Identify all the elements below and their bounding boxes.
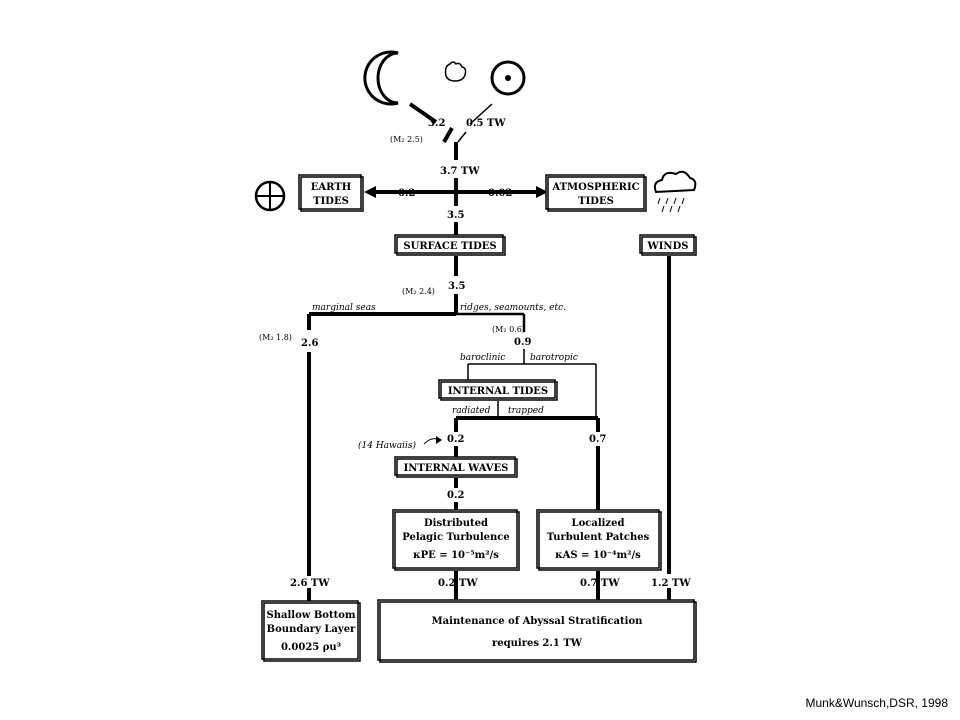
atmos-tides-line1: ATMOSPHERIC (551, 182, 639, 193)
abyssal-line2: requires 2.1 TW (492, 638, 583, 649)
patches-line2: Turbulent Patches (547, 532, 650, 543)
patches-line3: κAS = 10⁻⁴m²/s (555, 550, 641, 561)
shallow-line3: 0.0025 ρu³ (281, 642, 341, 653)
surface-out-m2-label: (M₂ 2.4) (402, 287, 435, 296)
earth-tides-box: EARTH TIDES (298, 174, 364, 212)
internal-waves-box: INTERNAL WAVES (394, 456, 518, 478)
surface-out-label: 3.5 (448, 281, 465, 292)
radiated-val-label: 0.2 (447, 434, 464, 445)
moon-flow-label: 3.2 (428, 118, 445, 129)
pelagic-line3: κPE = 10⁻⁵m²/s (413, 550, 499, 561)
marginal-seas-label: marginal seas (312, 303, 376, 313)
trapped-label: trapped (508, 406, 544, 416)
internal-waves-label: INTERNAL WAVES (404, 463, 509, 474)
total-flow-label: 3.7 TW (440, 166, 480, 177)
baroclinic-label: baroclinic (460, 353, 505, 363)
surface-in-label: 3.5 (447, 210, 464, 221)
internal-tides-box: INTERNAL TIDES (438, 379, 558, 401)
barotropic-label: barotropic (530, 353, 578, 363)
sun-icon (490, 60, 526, 96)
atmospheric-tides-box: ATMOSPHERIC TIDES (545, 174, 647, 212)
cloud-rain-icon (653, 170, 697, 213)
abyssal-box: Maintenance of Abyssal Stratification re… (377, 599, 697, 663)
surface-tides-label: SURFACE TIDES (403, 241, 496, 252)
moon-m2-label: (M₂ 2.5) (390, 135, 423, 144)
winds-out-label: 1.2 TW (651, 578, 691, 589)
winds-label: WINDS (647, 241, 689, 252)
source-caption: Munk&Wunsch,DSR, 1998 (805, 696, 948, 710)
earth-tides-line2: TIDES (313, 196, 349, 207)
ridges-val-label: 0.9 (514, 337, 531, 348)
ridges-label: ridges, seamounts, etc. (460, 303, 566, 313)
trapped-val-label: 0.7 (589, 434, 606, 445)
moon-icon (363, 50, 399, 106)
to-earth-label: 0.2 (398, 188, 415, 199)
shallow-line1: Shallow Bottom (267, 610, 356, 621)
waves-out-label: 0.2 (447, 490, 464, 501)
marginal-m2-label: (M₂ 1.8) (259, 333, 292, 342)
abyssal-line1: Maintenance of Abyssal Stratification (432, 616, 644, 627)
pelagic-line1: Distributed (424, 518, 488, 529)
surface-tides-box: SURFACE TIDES (394, 234, 506, 256)
hand-icon (444, 61, 467, 82)
shallow-line2: Boundary Layer (267, 624, 356, 635)
patches-line1: Localized (572, 518, 625, 529)
pelagic-out-label: 0.2 TW (438, 578, 478, 589)
pelagic-turbulence-box: Distributed Pelagic Turbulence κPE = 10⁻… (392, 509, 520, 571)
pelagic-line2: Pelagic Turbulence (402, 532, 509, 543)
atmos-tides-line2: TIDES (578, 196, 614, 207)
ridges-m2-label: (M₂ 0.6) (492, 325, 525, 334)
earth-icon (254, 180, 286, 212)
marginal-val-label: 2.6 (301, 338, 318, 349)
internal-tides-label: INTERNAL TIDES (448, 386, 548, 397)
shallow-boundary-box: Shallow Bottom Boundary Layer 0.0025 ρu³ (261, 600, 361, 662)
to-atmos-label: 0.02 (488, 188, 512, 199)
earth-tides-line1: EARTH (311, 182, 351, 193)
turbulent-patches-box: Localized Turbulent Patches κAS = 10⁻⁴m²… (536, 509, 662, 571)
shallow-in-label: 2.6 TW (290, 578, 330, 589)
patches-out-label: 0.7 TW (580, 578, 620, 589)
sun-flow-label: 0.5 TW (466, 118, 506, 129)
radiated-label: radiated (452, 406, 491, 416)
hawaii-label: (14 Hawaiis) (358, 440, 416, 451)
winds-box: WINDS (639, 234, 697, 256)
